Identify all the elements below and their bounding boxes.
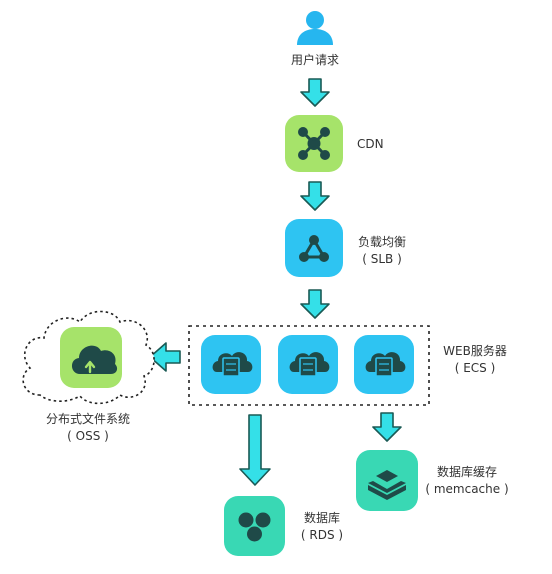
cdn-label: CDN bbox=[357, 136, 384, 153]
slb-label: 负载均衡 ( SLB ) bbox=[351, 234, 413, 268]
load-balancer-icon bbox=[299, 235, 329, 262]
cloud-server-icon bbox=[289, 352, 330, 377]
web-server-node-3 bbox=[354, 335, 414, 394]
web-server-node-1 bbox=[201, 335, 261, 394]
arrow-cdn-to-slb bbox=[300, 181, 330, 211]
web-server-subtitle: ( ECS ) bbox=[454, 361, 496, 375]
arrow-user-to-cdn bbox=[300, 78, 330, 107]
cloud-server-icon bbox=[212, 352, 253, 377]
cdn-title: CDN bbox=[357, 137, 384, 151]
network-node-icon bbox=[298, 127, 330, 160]
oss-node bbox=[60, 327, 122, 388]
rds-label: 数据库 ( RDS ) bbox=[295, 510, 349, 544]
cloud-server-icon bbox=[365, 352, 406, 377]
cache-box-icon bbox=[368, 470, 406, 500]
web-server-title: WEB服务器 bbox=[443, 344, 507, 358]
cdn-node bbox=[285, 115, 343, 172]
rds-node bbox=[224, 496, 285, 556]
slb-subtitle: ( SLB ) bbox=[362, 252, 402, 266]
cache-subtitle: ( memcache ) bbox=[425, 482, 509, 496]
cache-node bbox=[356, 450, 418, 511]
user-icon bbox=[297, 11, 333, 45]
user-request-title: 用户请求 bbox=[290, 53, 340, 67]
oss-subtitle: ( OSS ) bbox=[67, 429, 109, 443]
arrow-slb-to-web bbox=[300, 289, 330, 319]
arrow-web-to-oss bbox=[149, 342, 181, 372]
cache-title: 数据库缓存 bbox=[436, 465, 497, 479]
web-server-label: WEB服务器 ( ECS ) bbox=[435, 343, 515, 377]
arrow-web-to-cache bbox=[372, 412, 402, 442]
oss-title: 分布式文件系统 bbox=[45, 412, 131, 426]
slb-title: 负载均衡 bbox=[357, 235, 406, 249]
database-cluster-icon bbox=[238, 512, 271, 542]
web-server-node-2 bbox=[278, 335, 338, 394]
slb-node bbox=[285, 219, 343, 277]
rds-title: 数据库 bbox=[303, 511, 340, 525]
user-request-label: 用户请求 bbox=[291, 52, 339, 69]
cloud-upload-icon bbox=[71, 345, 118, 374]
arrow-web-to-rds bbox=[239, 414, 271, 486]
cache-label: 数据库缓存 ( memcache ) bbox=[421, 464, 513, 498]
rds-subtitle: ( RDS ) bbox=[300, 528, 344, 542]
oss-label: 分布式文件系统 ( OSS ) bbox=[46, 411, 130, 445]
